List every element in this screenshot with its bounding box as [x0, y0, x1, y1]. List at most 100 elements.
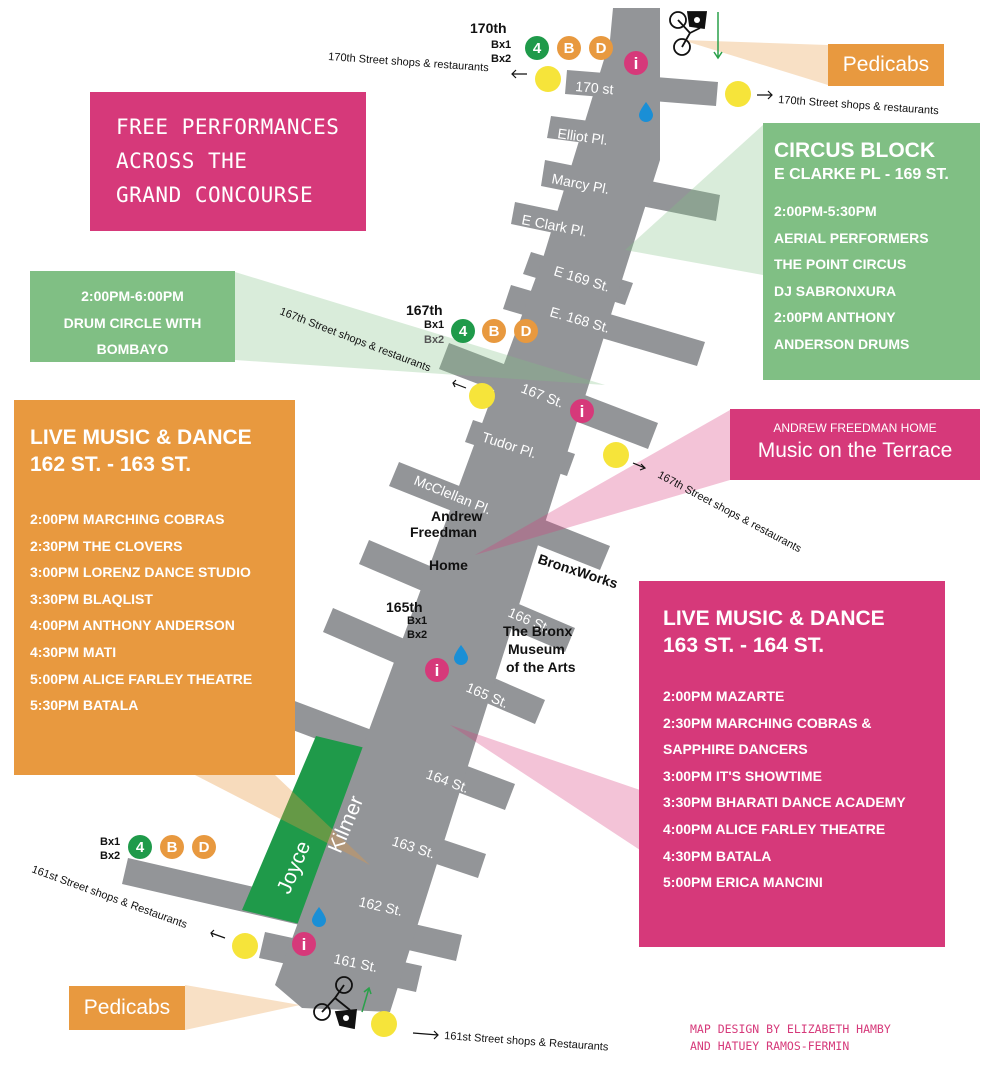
circus-block-box: CIRCUS BLOCK E CLARKE PL - 169 ST. 2:00P…	[763, 123, 980, 380]
train-d-bullet	[514, 319, 538, 343]
live162-item: 2:00PM MARCHING COBRAS	[30, 511, 225, 527]
live163-callout	[450, 725, 640, 850]
live163-item: 4:00PM ALICE FARLEY THEATRE	[663, 820, 886, 837]
train-d-bullet	[589, 36, 613, 60]
train-4-bullet	[128, 835, 152, 859]
pedicabs-tag-top: Pedicabs	[828, 44, 944, 86]
water-drop-icon	[454, 645, 468, 665]
train-4-bullet	[451, 319, 475, 343]
landmark-freedman-1: Andrew	[431, 508, 482, 524]
circus-title: CIRCUS BLOCK	[774, 139, 935, 162]
live163-item: SAPPHIRE DANCERS	[663, 741, 808, 758]
station-167-trains: 4 B D	[451, 319, 538, 343]
shop-marker	[469, 383, 495, 409]
station-170-bus1: Bx1	[491, 39, 511, 51]
landmark-museum-2: Museum	[508, 641, 565, 657]
live163-item: 5:00PM ERICA MANCINI	[663, 874, 823, 891]
terrace-callout	[475, 410, 730, 555]
train-b-bullet	[482, 319, 506, 343]
shop-marker	[232, 933, 258, 959]
station-170-trains: 4 B D	[525, 36, 613, 60]
landmark-museum-3: of the Arts	[506, 659, 576, 675]
train-b-bullet	[160, 835, 184, 859]
pedicab-icon	[669, 11, 708, 56]
info-icon[interactable]: i	[624, 51, 648, 75]
pedicab-icon	[313, 976, 358, 1030]
landmark-freedman-3: Home	[429, 557, 468, 573]
svg-text:i: i	[634, 54, 639, 73]
svg-text:i: i	[435, 661, 440, 680]
arrow-right-icon	[632, 462, 647, 471]
live-music-163-box: LIVE MUSIC & DANCE 163 ST. - 164 ST. 2:0…	[639, 581, 945, 947]
circus-item: 2:00PM-5:30PM	[774, 203, 877, 219]
train-d-bullet	[192, 835, 216, 859]
shop-marker	[535, 66, 561, 92]
title-line: ACROSS THE	[116, 149, 248, 173]
water-drop-icon	[639, 102, 653, 122]
train-d-label: D	[521, 323, 532, 340]
station-170-name: 170th	[470, 20, 507, 36]
station-167-name: 167th	[406, 302, 443, 318]
direction-arrow-icon	[713, 12, 723, 60]
arrow-right-icon	[757, 90, 773, 100]
circus-item: THE POINT CIRCUS	[774, 256, 907, 273]
terrace-box: ANDREW FREEDMAN HOME Music on the Terrac…	[730, 409, 980, 480]
live-music-162-box: LIVE MUSIC & DANCE 162 ST. - 163 ST. 2:0…	[14, 400, 295, 775]
title-line: FREE PERFORMANCES	[116, 115, 340, 139]
station-161-bus2: Bx2	[100, 850, 120, 862]
live162-item: 4:00PM ANTHONY ANDERSON	[30, 617, 235, 634]
station-165-bus1: Bx1	[407, 615, 427, 627]
shops-170-left: 170th Street shops & restaurants	[328, 51, 490, 74]
pedicab-bottom-callout	[185, 985, 300, 1030]
shop-marker	[725, 81, 751, 107]
title-line: GRAND CONCOURSE	[116, 183, 314, 207]
live163-item: 3:30PM BHARATI DANCE ACADEMY	[663, 794, 906, 811]
live162-title: 162 ST. - 163 ST.	[30, 453, 192, 476]
drum-line: DRUM CIRCLE WITH	[63, 314, 202, 331]
pedicabs-tag-bottom: Pedicabs	[69, 986, 185, 1030]
live163-title: 163 ST. - 164 ST.	[663, 634, 825, 657]
direction-arrow-icon	[361, 986, 372, 1013]
arrow-left-icon	[210, 929, 226, 939]
circus-item: AERIAL PERFORMERS	[774, 229, 929, 246]
live163-title: LIVE MUSIC & DANCE	[663, 607, 885, 630]
station-167-bus2: Bx2	[424, 334, 444, 346]
drum-line: BOMBAYO	[96, 341, 169, 358]
shop-marker	[603, 442, 629, 468]
train-4-bullet	[525, 36, 549, 60]
credit-line: AND HATUEY RAMOS-FERMIN	[690, 1039, 850, 1053]
info-icon[interactable]: i	[292, 932, 316, 956]
train-4-label: 4	[136, 839, 145, 856]
terrace-big: Music on the Terrace	[757, 439, 953, 462]
live162-item: 3:30PM BLAQLIST	[30, 590, 153, 607]
label-elliot: Elliot Pl.	[557, 125, 609, 148]
station-161-bus1: Bx1	[100, 836, 120, 848]
landmark-freedman-2: Freedman	[410, 524, 477, 540]
drum-callout	[235, 272, 605, 385]
arrow-left-icon	[511, 69, 527, 79]
svg-text:i: i	[302, 935, 307, 954]
live162-title: LIVE MUSIC & DANCE	[30, 426, 252, 449]
joyce-kilmer-park	[242, 736, 382, 926]
circus-item: 2:00PM ANTHONY	[774, 309, 896, 326]
shop-marker	[371, 1011, 397, 1037]
info-icon[interactable]: i	[570, 399, 594, 423]
shops-167-right: 167th Street shops & restaurants	[656, 469, 804, 555]
shops-170-right: 170th Street shops & restaurants	[778, 94, 940, 117]
circus-subtitle: E CLARKE PL - 169 ST.	[774, 166, 949, 183]
station-165-name: 165th	[386, 599, 423, 615]
train-b-label: B	[167, 839, 178, 856]
landmark-museum-1: The Bronx	[503, 623, 572, 639]
water-drop-icon	[312, 907, 326, 927]
train-4-label: 4	[459, 323, 468, 340]
grand-concourse-road	[275, 8, 660, 1012]
live162-item: 4:30PM MATI	[30, 643, 117, 660]
circus-item: DJ SABRONXURA	[774, 282, 897, 299]
live162-item: 5:30PM BATALA	[30, 697, 139, 714]
title-box: FREE PERFORMANCES ACROSS THE GRAND CONCO…	[90, 92, 366, 231]
live162-callout	[195, 775, 370, 865]
live163-item: 2:00PM MAZARTE	[663, 688, 785, 704]
live162-item: 3:00PM LORENZ DANCE STUDIO	[30, 564, 251, 581]
label-170st: 170 st	[575, 78, 614, 97]
info-icon[interactable]: i	[425, 658, 449, 682]
